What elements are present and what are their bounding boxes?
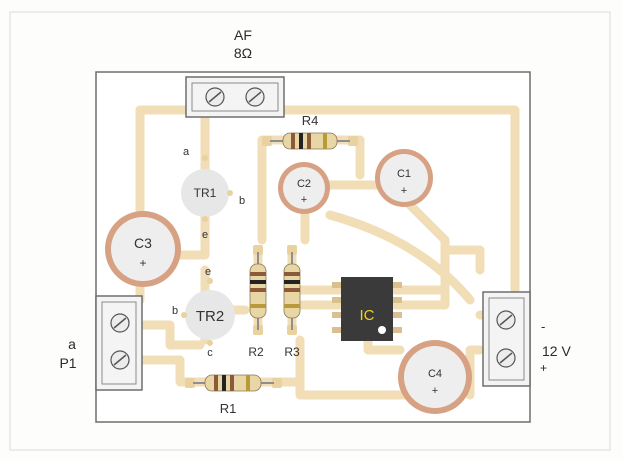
supply-voltage-label: 12 V	[542, 343, 571, 359]
transistor-tr1	[181, 155, 233, 222]
c2-label: C2	[297, 178, 311, 190]
screw-icon	[245, 87, 265, 107]
capacitor-c2	[278, 162, 330, 214]
ic-chip	[332, 277, 402, 341]
tr2-pin-e: e	[205, 266, 211, 278]
c2-polarity: +	[301, 194, 307, 206]
resistor-r3	[283, 245, 301, 335]
capacitor-c4	[398, 340, 472, 414]
screw-icon	[110, 313, 130, 333]
tr1-pin-e: e	[202, 229, 208, 241]
af-label: AF	[234, 27, 252, 43]
c3-polarity: +	[139, 256, 146, 270]
c4-polarity: +	[432, 385, 438, 397]
screw-icon	[110, 350, 130, 370]
r3-label: R3	[284, 345, 300, 359]
c1-polarity: +	[401, 185, 407, 197]
r2-label: R2	[248, 345, 264, 359]
c1-label: C1	[397, 168, 411, 180]
supply-minus-label: -	[541, 319, 545, 334]
p1-terminal-a-label: a	[68, 336, 76, 352]
tr1-pin-a: a	[183, 146, 190, 158]
af-connector	[185, 76, 285, 118]
screw-icon	[496, 310, 516, 330]
tr2-pin-c: c	[207, 347, 213, 359]
p1-connector	[95, 295, 143, 391]
trace-bottom-left	[135, 320, 205, 350]
tr2-pin-b: b	[172, 305, 178, 317]
screw-icon	[496, 348, 516, 368]
af-impedance-label: 8Ω	[234, 45, 252, 61]
screw-icon	[205, 87, 225, 107]
transistor-tr2	[181, 278, 235, 346]
tr1-label: TR1	[194, 186, 217, 200]
trace-big-arc	[325, 210, 475, 305]
capacitor-c1	[375, 149, 433, 207]
c4-label: C4	[428, 368, 442, 380]
tr2-label: TR2	[196, 308, 224, 325]
supply-plus-label: +	[540, 361, 547, 375]
p1-label: P1	[59, 355, 76, 371]
pin1-marker-icon	[378, 326, 386, 334]
resistor-r1	[185, 374, 282, 392]
capacitor-c3	[105, 211, 181, 287]
resistor-r2	[249, 245, 267, 335]
resistor-r4	[262, 132, 358, 150]
supply-connector	[482, 291, 531, 387]
r4-label: R4	[302, 113, 319, 128]
page-frame	[9, 11, 611, 451]
c3-label: C3	[134, 235, 152, 251]
ic-label: IC	[360, 307, 375, 324]
r1-label: R1	[220, 401, 237, 416]
tr1-pin-b: b	[239, 195, 245, 207]
